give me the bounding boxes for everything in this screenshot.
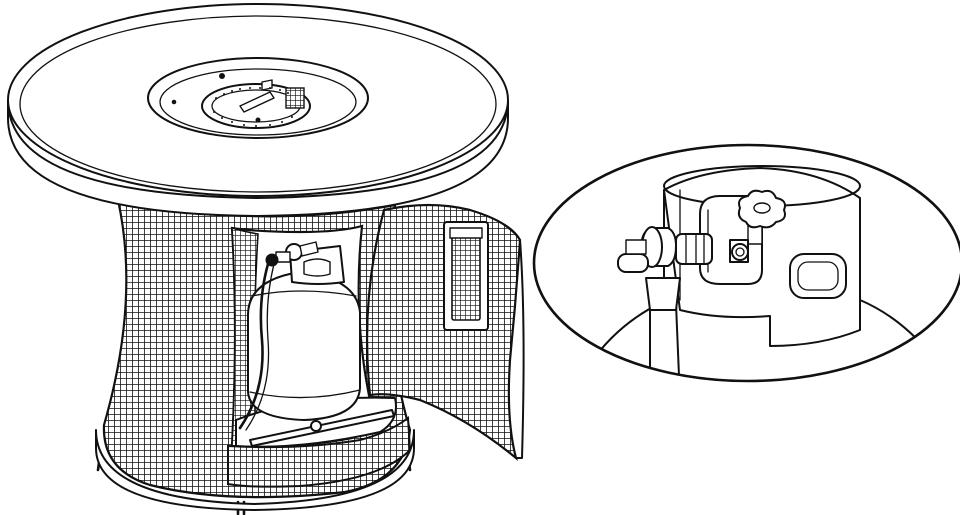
detail-gas-hose — [649, 303, 681, 381]
detail-connection-nut — [675, 233, 713, 265]
detail-regulator — [617, 226, 677, 273]
detail-collar-slot — [789, 253, 847, 299]
propane-tank — [247, 241, 361, 421]
detail-callout-outline — [532, 143, 960, 383]
retainer-knob — [310, 420, 322, 432]
ignitor-grill — [285, 87, 305, 109]
gas-hose — [238, 262, 270, 430]
detail-valve-handwheel — [737, 189, 786, 229]
wicker-access-door — [365, 203, 525, 462]
fire-bowl — [147, 57, 369, 139]
valve-detail-callout — [532, 143, 960, 383]
detail-regulator-vent — [617, 253, 649, 273]
tank-retainer-bar — [249, 409, 395, 447]
fire-pit-table — [7, 3, 525, 515]
wicker-front-band — [227, 416, 412, 488]
base-plinth — [95, 429, 415, 511]
